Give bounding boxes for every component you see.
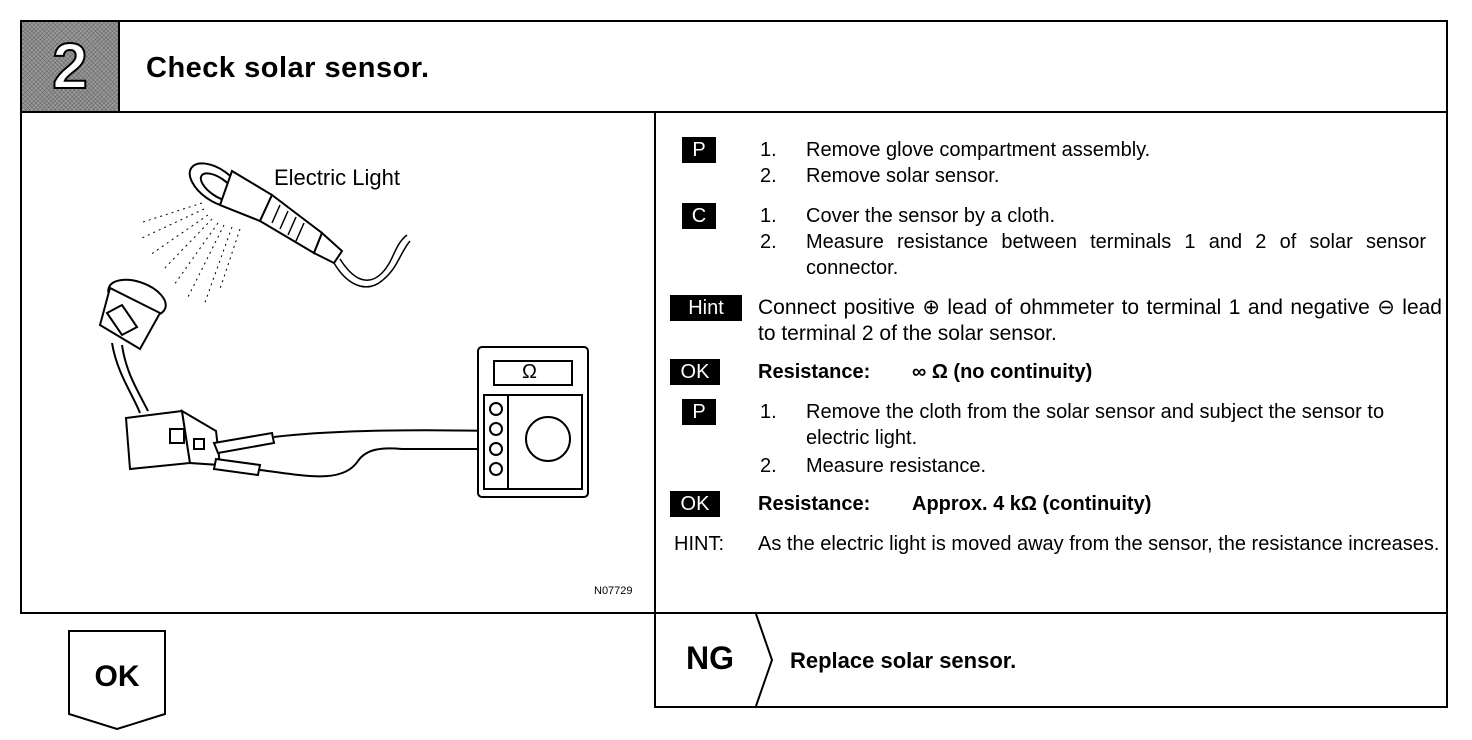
electric-light-label: Electric Light [274, 165, 400, 190]
tag-hint: Hint [670, 295, 742, 321]
ok-tab-shape [68, 630, 166, 730]
hint-note-label: HINT: [674, 533, 724, 555]
item-text: Remove the cloth from the solar sensor a… [806, 401, 1385, 449]
figure-panel: Electric Light Ω N07729 [20, 113, 656, 614]
item-number: 2. [760, 455, 777, 477]
ng-action-text: Replace solar sensor. [790, 648, 1017, 673]
ok-branch-tab: OK [68, 630, 166, 730]
ng-branch-box: NG Replace solar sensor. [654, 614, 1448, 708]
tag-ok: OK [670, 491, 720, 517]
ok-branch-label: OK [94, 660, 140, 693]
item-number: 2. [760, 165, 777, 187]
meter-omega-symbol: Ω [522, 361, 537, 383]
tag-p: P [682, 399, 716, 425]
hint-text: Connect positive ⊕ lead of ohmmeter to t… [758, 296, 1442, 345]
solar-sensor-illustration [98, 162, 589, 498]
step-number: 2 [51, 29, 89, 103]
figure-code: N07729 [594, 585, 633, 597]
item-number: 1. [760, 139, 777, 161]
step-title: Check solar sensor. [146, 52, 430, 84]
item-text: Measure resistance between terminals 1 a… [806, 231, 1426, 279]
item-number: 2. [760, 231, 777, 253]
step-header: 2 Check solar sensor. [20, 20, 1448, 113]
item-text: Remove solar sensor. [806, 165, 1000, 187]
result-label: Resistance: [758, 361, 871, 383]
item-text: Cover the sensor by a cloth. [806, 205, 1056, 227]
result-value: Approx. 4 kΩ (continuity) [912, 493, 1152, 515]
hint-note-text: As the electric light is moved away from… [758, 533, 1440, 555]
item-text: Measure resistance. [806, 455, 987, 477]
tag-ok: OK [670, 359, 720, 385]
item-number: 1. [760, 205, 777, 227]
ng-divider-shape [755, 614, 774, 706]
step-number-box: 2 [22, 22, 120, 111]
tag-p: P [682, 137, 716, 163]
item-number: 1. [760, 401, 777, 423]
tag-c: C [682, 203, 716, 229]
procedure-panel: P 1. Remove glove compartment assembly. … [654, 113, 1448, 614]
item-text: Remove glove compartment assembly. [806, 139, 1151, 161]
ng-branch-label: NG [686, 640, 734, 676]
result-value: ∞ Ω (no continuity) [912, 361, 1093, 383]
result-label: Resistance: [758, 493, 871, 515]
